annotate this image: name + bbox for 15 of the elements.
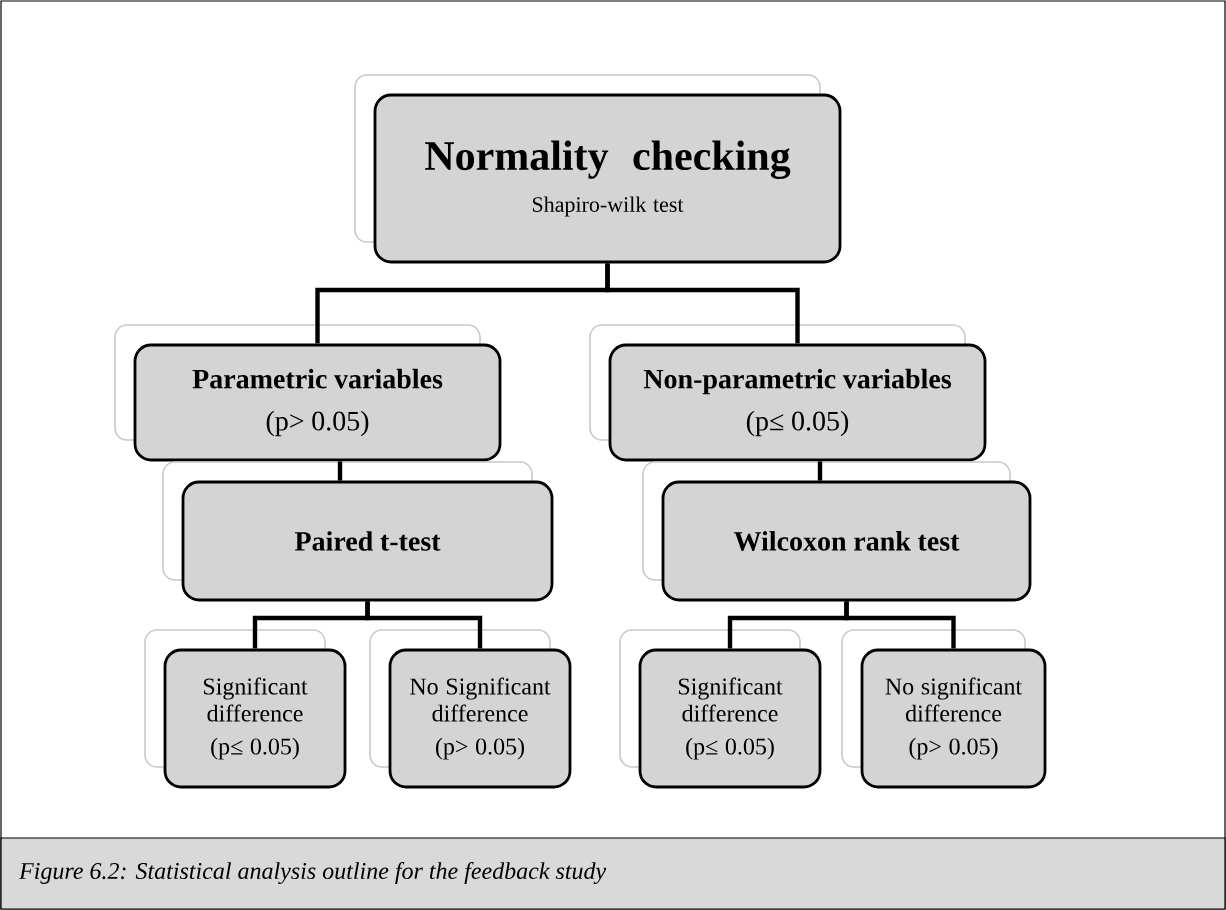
process-box: Parametric variables (p> 0.05) bbox=[114, 324, 502, 462]
connector-line bbox=[817, 461, 823, 481]
process-box: Normality checking Shapiro-wilk test bbox=[354, 74, 842, 264]
process-box: Significant difference (p≤ 0.05) bbox=[144, 629, 347, 789]
connector-line bbox=[844, 601, 956, 649]
process-box: No significant difference (p> 0.05) bbox=[841, 629, 1047, 789]
process-box: No Significant difference (p> 0.05) bbox=[369, 629, 572, 789]
process-box: Paired t-test bbox=[162, 461, 554, 602]
connector-line bbox=[605, 263, 800, 344]
process-box: Non-parametric variables (p≤ 0.05) bbox=[589, 324, 987, 462]
process-box: Wilcoxon rank test bbox=[642, 461, 1032, 602]
caption-band: Figure 6.2: Statistical analysis outline for the feedback study bbox=[0, 837, 1226, 910]
connector-line bbox=[337, 461, 343, 481]
process-box: Significant difference (p≤ 0.05) bbox=[619, 629, 822, 789]
connector-line bbox=[365, 601, 483, 649]
